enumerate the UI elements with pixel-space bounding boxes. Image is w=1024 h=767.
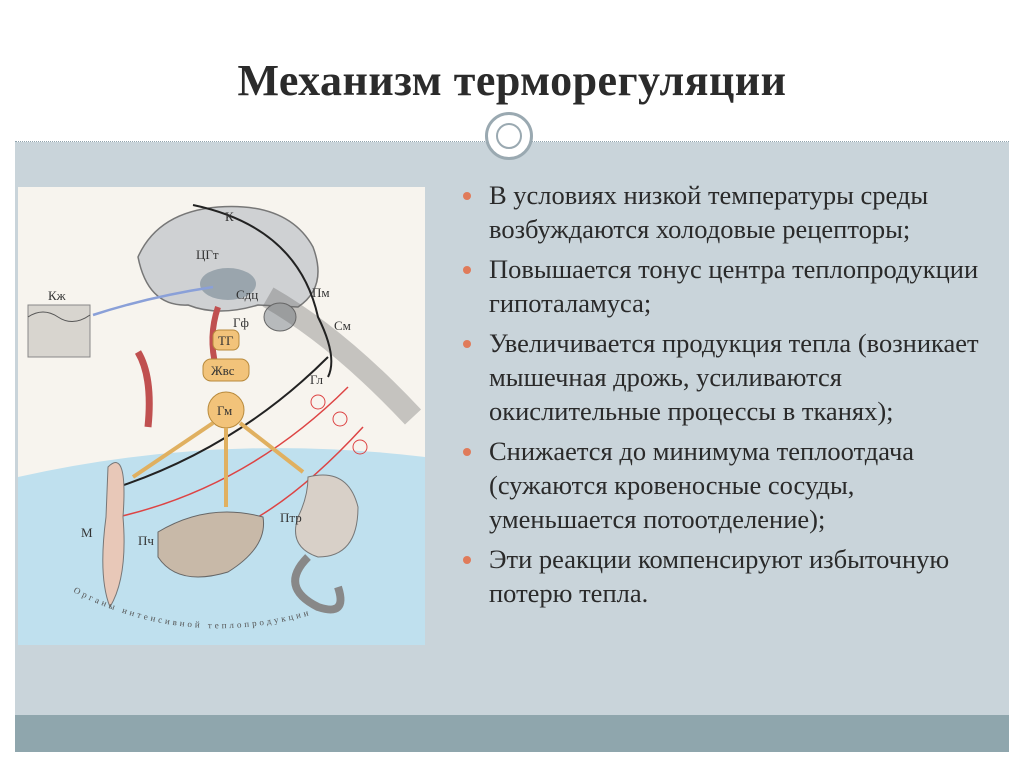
label-gf: Гф	[233, 315, 249, 330]
diagram-svg: К ЦГт Сдц Пм См Гф Кж ТГ Жвс Гм Гл М Пч …	[18, 204, 425, 645]
bullet-text: В условиях низкой температуры среды возб…	[489, 180, 929, 244]
nerve-path	[117, 356, 329, 488]
label-tg: ТГ	[218, 333, 234, 348]
bullet-item: Снижается до минимума теплоотдача (сужаю…	[463, 434, 1003, 536]
slide: Механизм терморегуляции	[15, 15, 1009, 752]
bullet-item: Повышается тонус центра теплопродукции г…	[463, 252, 1003, 320]
nerve-path	[192, 204, 333, 378]
intestine-shape	[291, 554, 345, 614]
bullet-item: В условиях низкой температуры среды возб…	[463, 178, 1003, 246]
bullet-text: Увеличивается продукция тепла (возникает…	[489, 328, 979, 426]
bullet-dot-icon	[463, 340, 471, 348]
hormone-arrow	[238, 421, 305, 474]
label-pch: Пч	[138, 533, 154, 548]
label-m: М	[81, 525, 93, 540]
bullet-dot-icon	[463, 448, 471, 456]
afferent-path	[92, 285, 214, 317]
bullet-text: Эти реакции компенсируют избыточную поте…	[489, 544, 950, 608]
skin-surface	[27, 311, 91, 322]
label-ptr: Птр	[280, 510, 302, 525]
receptor-icon	[352, 439, 368, 455]
receptor-icon	[310, 394, 326, 410]
liver-shape	[157, 511, 265, 578]
brain-shape	[137, 205, 319, 312]
hypothalamus-shape	[200, 268, 256, 300]
tg-node	[212, 329, 240, 351]
label-sdc: Сдц	[236, 287, 258, 302]
label-cgt: ЦГт	[196, 247, 219, 262]
page-title: Механизм терморегуляции	[237, 56, 787, 105]
label-sm: См	[334, 318, 351, 333]
stomach-shape	[295, 474, 359, 558]
circle-ornament-icon	[485, 112, 533, 160]
thermoregulation-diagram: К ЦГт Сдц Пм См Гф Кж ТГ Жвс Гм Гл М Пч …	[18, 187, 425, 645]
label-gl: Гл	[310, 372, 324, 387]
spinal-cord	[262, 287, 422, 425]
receptor-icon	[332, 411, 348, 427]
muscle-shape	[102, 462, 125, 609]
bullet-text: Снижается до минимума теплоотдача (сужаю…	[489, 436, 915, 534]
bullet-list: В условиях низкой температуры среды возб…	[463, 178, 1003, 616]
bullet-dot-icon	[463, 192, 471, 200]
bullet-item: Увеличивается продукция тепла (возникает…	[463, 326, 1003, 428]
bullet-text: Повышается тонус центра теплопродукции г…	[489, 254, 979, 318]
label-k: К	[225, 209, 234, 224]
efferent-path	[117, 386, 349, 518]
label-zhvs: Жвс	[211, 363, 235, 378]
skin-block	[27, 304, 91, 358]
bullet-dot-icon	[463, 266, 471, 274]
vessel	[134, 350, 153, 428]
label-kzh: Кж	[48, 288, 67, 303]
cerebellum-shape	[263, 302, 297, 332]
label-gm: Гм	[217, 403, 232, 418]
label-pm: Пм	[312, 285, 330, 300]
footer-bar	[15, 715, 1009, 752]
bullet-item: Эти реакции компенсируют избыточную поте…	[463, 542, 1003, 610]
bullet-dot-icon	[463, 556, 471, 564]
hormone-arrow	[131, 421, 215, 479]
zhvs-node	[202, 358, 250, 382]
